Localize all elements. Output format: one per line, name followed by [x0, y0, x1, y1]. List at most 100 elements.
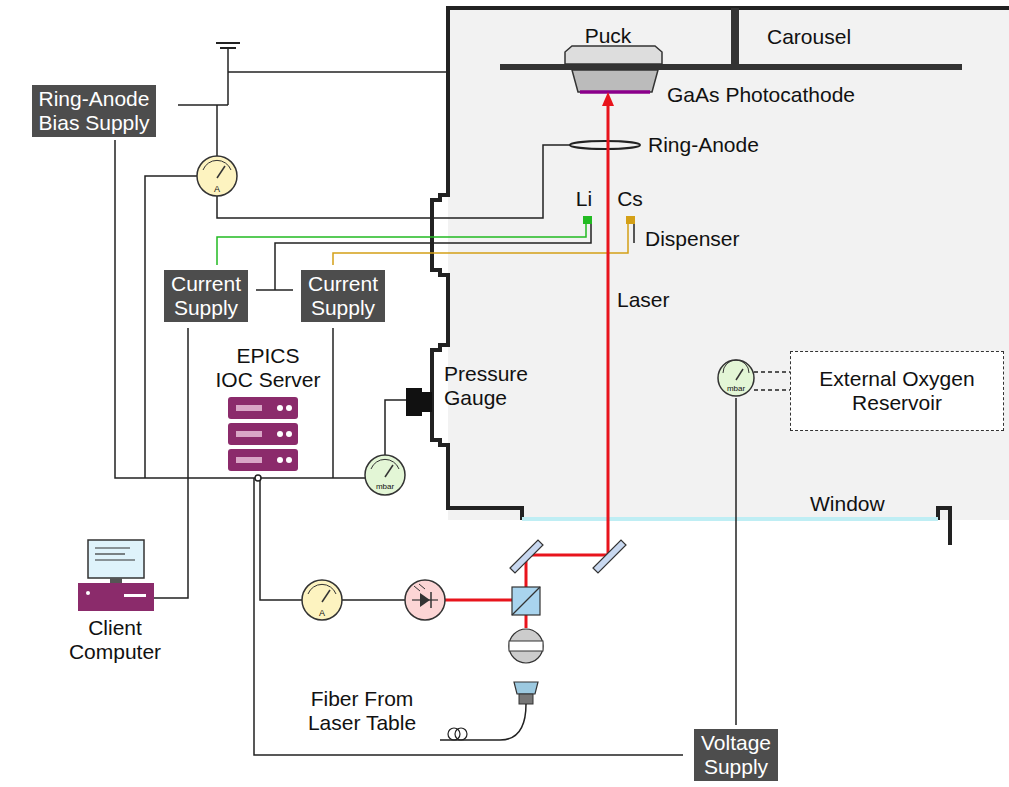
- pressure-gauge-symbol: [365, 455, 405, 495]
- server-icon: [236, 431, 262, 437]
- server-icon: [277, 457, 283, 463]
- beam-label: Laser: [617, 288, 670, 312]
- pressure-gauge-symbol: [371, 459, 399, 469]
- wire: [254, 478, 683, 755]
- server-icon: [286, 431, 292, 437]
- wire: [633, 224, 635, 243]
- ammeter-symbol: [203, 160, 231, 170]
- server-icon: [228, 423, 298, 445]
- carousel: [565, 46, 662, 64]
- vacuum-chamber: [522, 517, 938, 521]
- wire: [145, 176, 197, 478]
- computer-icon: [124, 594, 146, 597]
- computer-icon: [95, 547, 130, 548]
- carousel: [500, 8, 962, 92]
- wire: [227, 48, 229, 105]
- part-label: Puck: [585, 24, 632, 48]
- optics: [440, 540, 626, 740]
- ammeter-symbol: [308, 584, 336, 594]
- ammeter-symbol: [197, 156, 342, 620]
- dispenser-wire: [217, 224, 586, 265]
- server-icon: [286, 405, 292, 411]
- wire: [256, 289, 293, 291]
- laser-beam: [607, 104, 610, 555]
- wire: [216, 42, 240, 44]
- server-icon: [277, 405, 283, 411]
- box-label: CurrentSupply: [308, 272, 378, 320]
- pressure-gauge-symbol: [723, 360, 749, 373]
- server-label: EPICSIOC Server: [215, 344, 320, 392]
- box-label: External OxygenReservoir: [819, 367, 974, 415]
- optics: [448, 728, 460, 740]
- vacuum-chamber: [938, 508, 950, 545]
- laser-beam: [525, 615, 528, 628]
- wire: [342, 599, 405, 601]
- wire: [255, 475, 261, 481]
- wire: [754, 389, 790, 391]
- part-label: Dispenser: [645, 227, 740, 251]
- laser-beam: [445, 92, 614, 628]
- element-label: Li: [576, 187, 592, 211]
- server-icon: [228, 449, 298, 471]
- carousel: [500, 64, 962, 70]
- laser-beam: [445, 599, 512, 602]
- part-label: Window: [810, 492, 885, 516]
- power-supply-box: Ring-AnodeBias Supply: [32, 85, 157, 137]
- wire: [260, 478, 302, 600]
- fiber-label: Fiber FromLaser Table: [308, 687, 416, 735]
- vacuum-chamber: [448, 8, 1009, 520]
- computer-label: ClientComputer: [69, 616, 161, 664]
- ammeter-symbol: [302, 580, 342, 620]
- ring-anode: [570, 141, 640, 149]
- wire: [735, 398, 737, 725]
- optics: [510, 540, 543, 573]
- wire: [754, 371, 790, 373]
- optics: [512, 587, 540, 615]
- vacuum-chamber: [432, 8, 1009, 520]
- dispenser-wire: [626, 216, 635, 224]
- box-label: CurrentSupply: [171, 272, 241, 320]
- computer-icon: [110, 578, 122, 583]
- photodiode-symbol: [405, 580, 445, 620]
- wire: [258, 477, 365, 479]
- part-label: PressureGauge: [444, 362, 528, 410]
- vacuum-chamber: [406, 8, 1009, 545]
- computer-icon: [78, 540, 154, 611]
- wire: [228, 71, 446, 73]
- ammeter-symbol: [322, 590, 330, 602]
- server-icon: [228, 397, 298, 471]
- computer-icon: [86, 591, 90, 595]
- server-icon: [286, 457, 292, 463]
- server-icon: [236, 405, 262, 411]
- computer-icon: [78, 583, 154, 611]
- dispenser-wire: [583, 216, 592, 224]
- element-label: Cs: [617, 187, 643, 211]
- wire: [217, 145, 570, 218]
- computer-icon: [95, 553, 125, 554]
- part-label: GaAs Photocathode: [667, 83, 855, 107]
- optics: [519, 694, 533, 704]
- dispenser-wire: [333, 224, 628, 265]
- pressure-gauge-symbol: [365, 360, 754, 495]
- wire: [216, 105, 218, 156]
- wire: [332, 328, 334, 478]
- wire: [115, 43, 790, 755]
- meter-unit: A: [319, 608, 325, 618]
- photodiode-symbol: [419, 584, 425, 589]
- photodiode-symbol: [420, 593, 430, 607]
- carousel: [731, 8, 739, 66]
- optics: [512, 587, 540, 615]
- part-label: Carousel: [767, 25, 851, 49]
- optics: [509, 641, 543, 651]
- photodiode-symbol: [430, 592, 432, 608]
- dispenser-wire: [217, 216, 635, 265]
- vacuum-chamber: [406, 388, 422, 416]
- ammeter-symbol: [217, 166, 225, 178]
- meter-unit: A: [214, 184, 220, 194]
- part-label: Ring-Anode: [648, 133, 759, 157]
- power-supply-box: CurrentSupply: [301, 270, 385, 322]
- reservoir-box: External OxygenReservoir: [790, 351, 1004, 431]
- carousel: [580, 90, 650, 94]
- optics: [593, 540, 626, 573]
- carousel: [572, 70, 658, 92]
